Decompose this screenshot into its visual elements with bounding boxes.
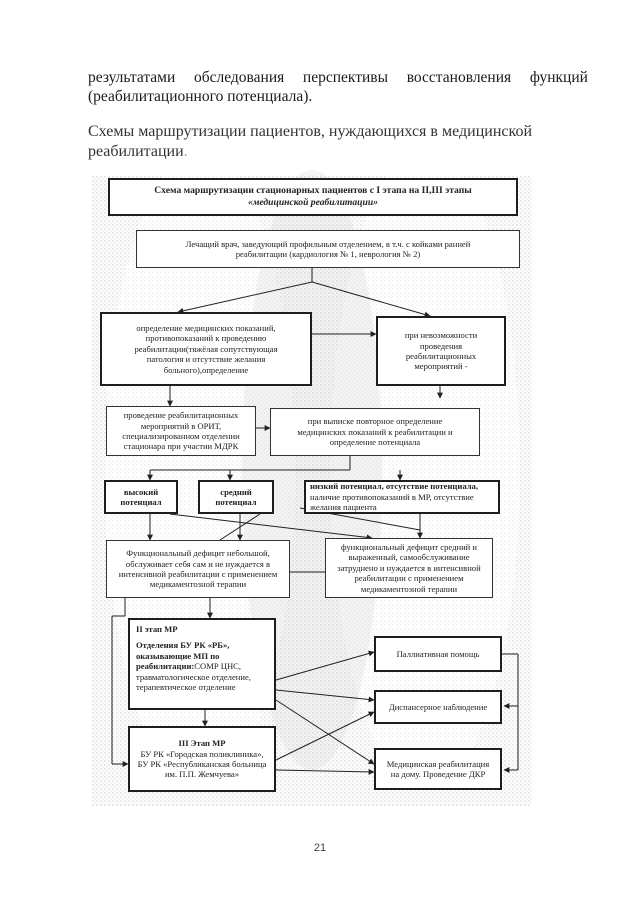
low-potential-box: низкий потенциал, отсутствие потенциала,…	[304, 480, 500, 514]
stage2-box: II этап МР Отделения БУ РК «РБ», оказыва…	[128, 618, 276, 710]
home-rehab-box: Медицинская реабилитация на дому. Провед…	[374, 748, 502, 790]
doctor-box: Лечащий врач, заведующий профильным отде…	[136, 230, 520, 268]
impossible-box: при невозможности проведения реабилитаци…	[376, 316, 506, 386]
palliative-box: Паллиативная помощь	[374, 636, 502, 672]
page-number: 21	[313, 842, 327, 854]
deficit-small-box: Функциональный дефицит небольшой, обслуж…	[106, 540, 290, 598]
section-heading: Схемы маршрутизации пациентов, нуждающих…	[88, 123, 532, 160]
diagram-title: Схема маршрутизации стационарных пациент…	[108, 178, 518, 216]
stage3-box: III Этап МР БУ РК «Городская поликлиника…	[128, 726, 276, 792]
indications-box: определение медицинских показаний, проти…	[100, 312, 312, 386]
medium-potential-box: средний потенциал	[198, 480, 274, 514]
deficit-medium-box: функциональный дефицит средний и выражен…	[325, 538, 493, 598]
intro-line-2: (реабилитационного потенциала).	[88, 88, 313, 105]
bg-lens-right	[330, 150, 520, 790]
discharge-box: при выписке повторное определение медици…	[270, 408, 480, 456]
dispensary-box: Диспансерное наблюдение	[374, 690, 502, 724]
orit-box: проведение реабилитационных мероприятий …	[106, 406, 256, 456]
intro-line-1: результатами обследования перспективы во…	[88, 69, 588, 86]
page-text-intro: результатами обследования перспективы во…	[88, 68, 588, 106]
high-potential-box: высокий потенциал	[104, 480, 178, 514]
